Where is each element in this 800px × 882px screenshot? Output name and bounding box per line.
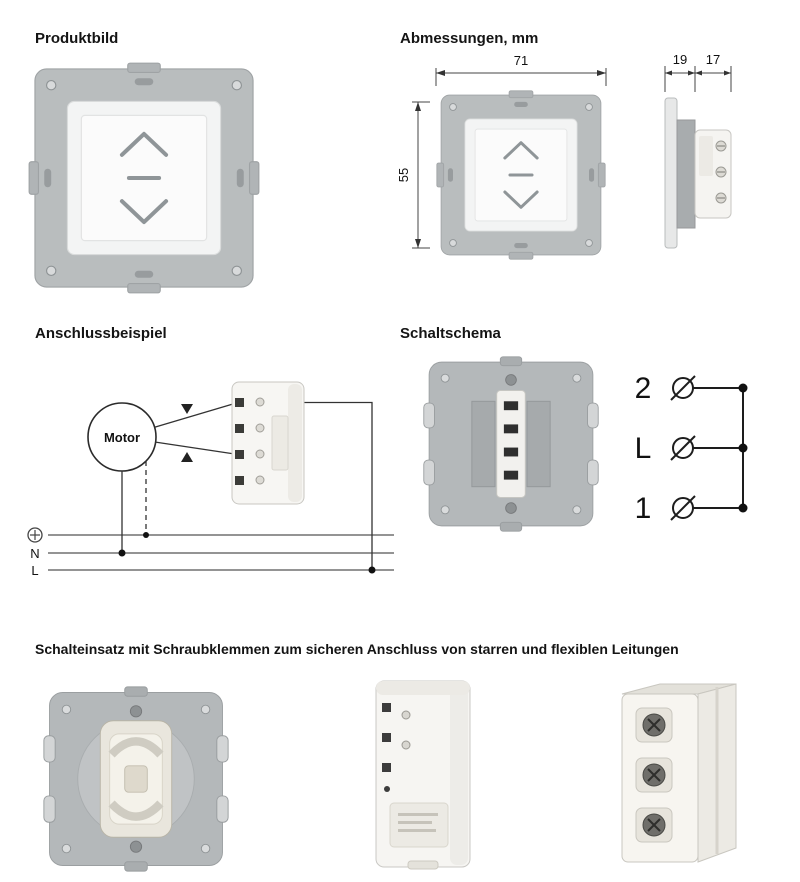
circuit-schematic: 2 L 1 bbox=[635, 372, 748, 525]
dim-height-label: 55 bbox=[398, 168, 411, 182]
switch-side-view bbox=[664, 97, 732, 249]
schalteinsatz-heading: Schalteinsatz mit Schraubklemmen zum sic… bbox=[35, 641, 679, 657]
wire-up bbox=[154, 401, 239, 428]
dimension-drawing-side: 19 17 bbox=[664, 52, 732, 249]
dimension-drawing-front: 71 55 bbox=[398, 53, 607, 260]
insert-side-photo bbox=[375, 680, 471, 870]
product-photo-front bbox=[28, 62, 260, 294]
dim-depth-frame-label: 19 bbox=[673, 52, 687, 67]
anschlussbeispiel-heading: Anschlussbeispiel bbox=[35, 325, 167, 342]
wire-down bbox=[155, 441, 239, 456]
line-label: L bbox=[31, 563, 38, 578]
terminal-l-label: L bbox=[635, 432, 652, 465]
abmessungen-heading: Abmessungen, mm bbox=[400, 30, 539, 47]
wire-to-line bbox=[304, 401, 373, 570]
dim-width-label: 71 bbox=[514, 53, 528, 68]
arrow-down-icon bbox=[181, 404, 193, 414]
wiring-diagram: N L Motor bbox=[27, 381, 394, 578]
insert-mechanism-photo bbox=[43, 686, 229, 872]
insert-angled-photo bbox=[621, 683, 737, 863]
dim-depth-insert-label: 17 bbox=[706, 52, 720, 67]
produktbild-heading: Produktbild bbox=[35, 30, 119, 47]
terminal-1-label: 1 bbox=[635, 492, 652, 525]
schaltschema-heading: Schaltschema bbox=[400, 325, 501, 342]
insert-back-photo bbox=[423, 356, 599, 532]
neutral-label: N bbox=[30, 546, 39, 561]
arrow-up-icon bbox=[181, 452, 193, 462]
motor-label: Motor bbox=[104, 430, 140, 445]
screw-terminals bbox=[635, 707, 673, 843]
switch-insert-photo bbox=[231, 381, 305, 505]
terminal-2-label: 2 bbox=[635, 372, 652, 405]
earth-symbol bbox=[27, 527, 43, 543]
